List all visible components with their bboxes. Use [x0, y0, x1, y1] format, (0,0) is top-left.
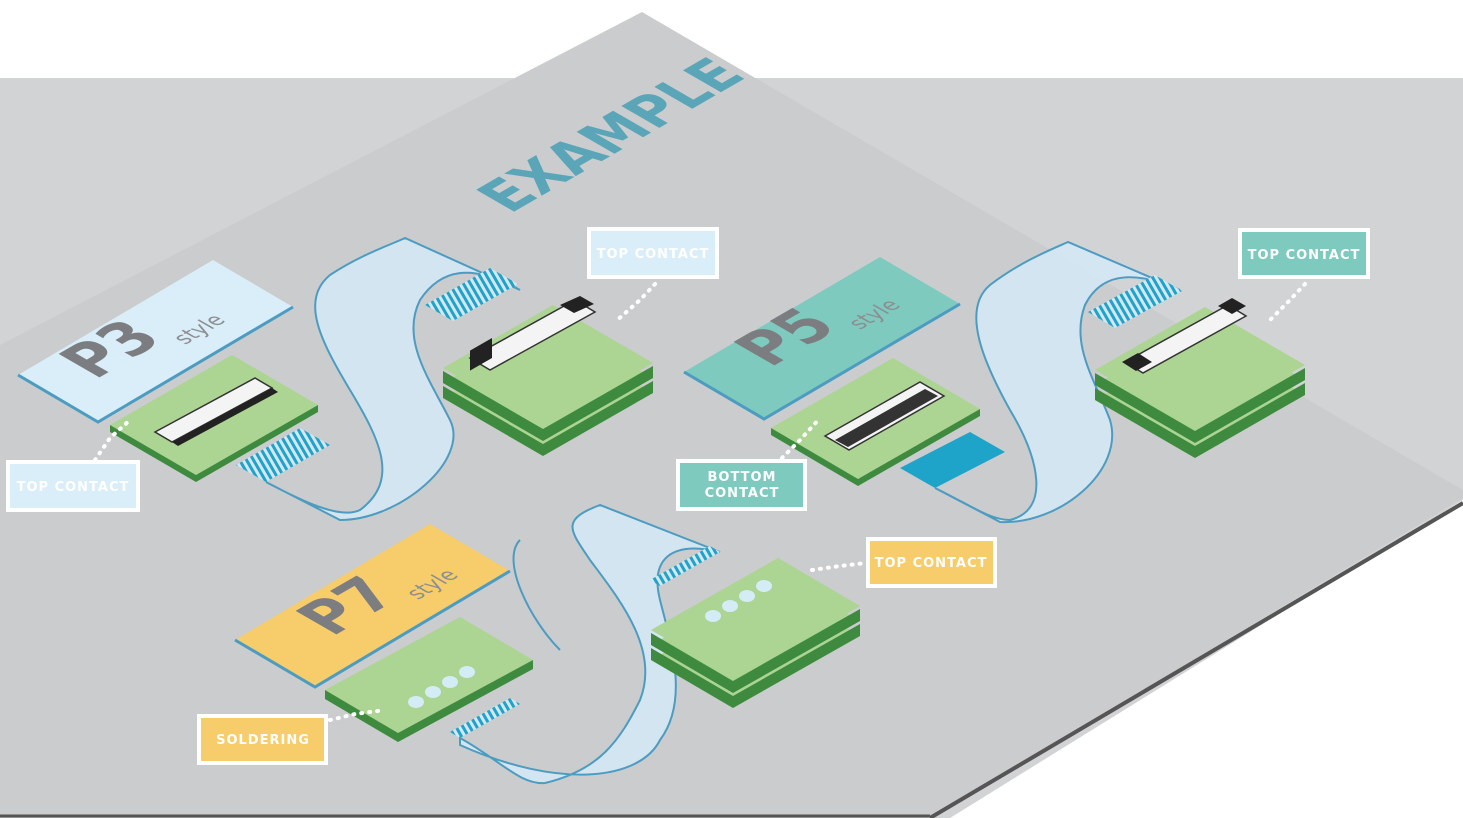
p7-right-leader: [810, 561, 868, 572]
p7-left-label-box: [197, 714, 328, 765]
p7-left-pads: [408, 666, 475, 708]
p7-left-leader: [328, 708, 387, 722]
p3-card-side: [18, 260, 293, 422]
p3-right-board: [443, 305, 653, 426]
p3-left-leader: [93, 418, 132, 462]
p3-cable-contacts-right: [425, 268, 518, 321]
p5-left-leader: [780, 416, 822, 460]
p7-right-label-box: [866, 537, 997, 588]
p3-flex-cable: [265, 236, 521, 522]
p5-right-leader: [1266, 282, 1307, 324]
p3-cable-contacts-left: [236, 428, 330, 482]
p5-cable-contacts-left: [900, 432, 1005, 488]
p3-left-label: TOP CONTACT: [17, 480, 130, 495]
p7-group: P7 style SOLDERING: [197, 503, 997, 785]
p3-group: P3 style TOP CONTACT TOP CONTACT: [6, 227, 719, 522]
p3-left-label-box: [6, 460, 140, 512]
p7-card: [235, 524, 510, 687]
p7-right-board: [651, 558, 860, 678]
p7-flex-cable: [459, 503, 721, 785]
p5-right-label-box: [1238, 228, 1370, 279]
p3-right-leader: [613, 282, 657, 324]
p5-left-label-line2: CONTACT: [705, 486, 780, 501]
p3-right-label-box: [587, 227, 719, 279]
p7-cable-contacts-right: [650, 546, 720, 586]
p7-left-board: [325, 617, 533, 733]
p7-right-pads: [705, 580, 772, 622]
p5-cable-contacts-right: [1088, 275, 1182, 328]
p5-right-board: [1095, 307, 1305, 428]
p5-left-label-box: [676, 459, 807, 511]
p5-right-label: TOP CONTACT: [1248, 248, 1361, 263]
p5-card: [684, 257, 960, 419]
p3-right-label: TOP CONTACT: [597, 247, 710, 262]
p7-cable-contacts-left: [450, 698, 520, 738]
floor-edge: [928, 501, 1463, 818]
p5-flex-cable: [934, 240, 1181, 524]
p5-group: P5 style BOTTOM CONTACT TOP CONTACT: [676, 228, 1370, 524]
p3-right-connector: [468, 299, 597, 371]
p7-left-label: SOLDERING: [216, 733, 310, 748]
p7-right-label: TOP CONTACT: [875, 556, 988, 571]
p5-left-label-line1: BOTTOM: [708, 470, 777, 485]
